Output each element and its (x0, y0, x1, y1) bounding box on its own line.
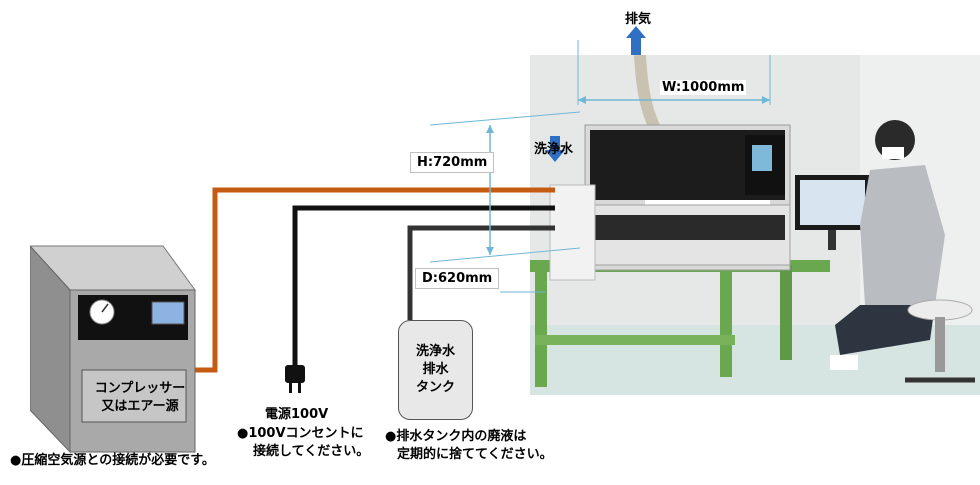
compressor-label: コンプレッサー 又はエアー源 (80, 380, 200, 416)
tank-note-line2: 定期的に捨ててください。 (397, 447, 553, 462)
height-dim-bottom (429, 247, 581, 263)
power-note-line2: 接続してください。 (253, 444, 370, 459)
stool (905, 299, 975, 383)
depth-dimension: D:620mm (415, 268, 500, 289)
installation-photo (530, 55, 980, 395)
wash-water-label: 洗浄水 (534, 142, 574, 157)
tank-line2: 排水 (422, 362, 449, 377)
power-note: ●100Vコンセントに 接続してください。 (237, 425, 369, 461)
tank-line1: 洗浄水 (415, 344, 455, 359)
height-dim-top (429, 111, 581, 126)
drain-line (407, 225, 555, 320)
printer-machine (549, 124, 791, 281)
operator (830, 120, 945, 370)
tank-note-line1: ●排水タンク内の廃液は (385, 429, 527, 444)
power-label: 電源100V (265, 407, 329, 422)
tank-line3: タンク (415, 380, 455, 395)
monitor (795, 175, 870, 250)
power-note-line1: ●100Vコンセントに (237, 426, 364, 441)
compressor-label-line2: 又はエアー源 (101, 399, 179, 414)
exhaust-arrow (626, 26, 646, 55)
exhaust-label: 排気 (625, 12, 652, 27)
tank-note: ●排水タンク内の廃液は 定期的に捨ててください。 (385, 428, 553, 464)
installation-photo-illustration (530, 55, 980, 395)
wash-water-arrow (545, 136, 565, 162)
height-dimension: H:720mm (410, 152, 495, 173)
compressor-illustration (30, 245, 196, 454)
compressor-note: ●圧縮空気源との接続が必要です。 (10, 453, 215, 468)
drain-tank: 洗浄水 排水 タンク (398, 320, 473, 420)
compressor-label-line1: コンプレッサー (94, 381, 186, 396)
power-plug (285, 365, 305, 393)
power-line (292, 205, 555, 365)
width-dimension: W:1000mm (660, 80, 747, 95)
air-supply-line (195, 187, 555, 373)
display-panel (151, 301, 185, 325)
